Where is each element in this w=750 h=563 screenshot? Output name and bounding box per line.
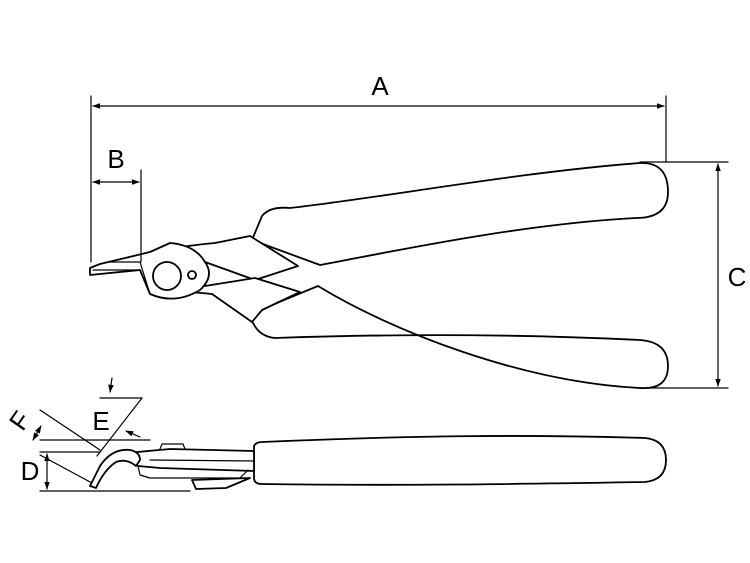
- dimension-f: F: [3, 405, 101, 484]
- lower-handle-grip: [249, 285, 669, 389]
- plier-top-view: [89, 162, 669, 389]
- side-jaw-tip: [89, 448, 141, 489]
- spring-pin: [187, 270, 197, 280]
- side-handle-grip: [253, 435, 667, 486]
- plier-side-view: [89, 435, 667, 490]
- dimension-d: D: [21, 451, 191, 492]
- label-a: A: [371, 71, 389, 101]
- label-b: B: [107, 144, 124, 174]
- dimension-b: B: [92, 144, 142, 263]
- cutting-jaw: [89, 242, 210, 300]
- dimension-a: A: [90, 71, 667, 263]
- dimension-e: E: [39, 377, 151, 457]
- label-e: E: [92, 406, 109, 436]
- pivot-screw: [152, 261, 182, 291]
- label-d: D: [21, 456, 40, 486]
- side-body-detail: [137, 443, 255, 479]
- dimension-c: C: [639, 161, 747, 389]
- blade-edge: [92, 261, 151, 295]
- upper-handle-grip: [251, 162, 669, 266]
- side-lower-plate: [191, 477, 251, 490]
- label-c: C: [728, 262, 747, 292]
- label-f: F: [3, 405, 37, 435]
